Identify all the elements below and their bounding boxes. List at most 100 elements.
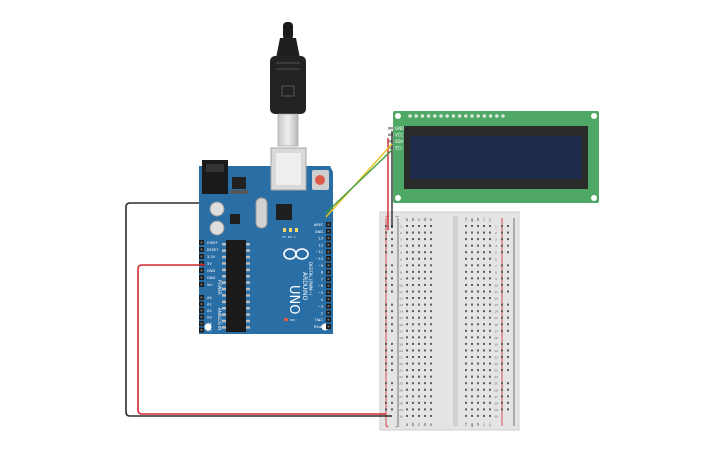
header-pin-label: RESET (207, 248, 219, 252)
row-number: 12 (494, 297, 498, 301)
lcd-pin[interactable] (388, 127, 394, 130)
row-number: 9 (495, 277, 497, 281)
header-pin-label: ~11 (315, 250, 323, 254)
breadboard-body (379, 211, 520, 431)
header-pin-label: A1 (207, 303, 212, 307)
row-number: 24 (399, 375, 403, 379)
rail-plus-label: + (385, 214, 389, 220)
row-number: 3 (495, 238, 497, 242)
row-number: 13 (399, 303, 403, 307)
usb-cable[interactable] (270, 22, 306, 147)
row-number: 29 (399, 408, 403, 412)
row-number: 23 (399, 369, 403, 373)
row-number: 6 (400, 257, 402, 261)
lcd-pin[interactable] (388, 146, 394, 150)
row-number: 27 (494, 395, 498, 399)
row-number: 13 (494, 303, 498, 307)
row-number: 25 (399, 382, 403, 386)
header-pin-label: ~10 (315, 257, 323, 261)
row-number: 19 (399, 342, 403, 346)
header-pin-label: A2 (207, 309, 212, 313)
status-led (295, 228, 298, 232)
column-letter: j (488, 217, 490, 223)
reset-button[interactable] (312, 170, 329, 190)
column-letter: g (471, 218, 474, 223)
header-pin-label: A3 (207, 316, 212, 320)
lcd-pin[interactable] (388, 133, 394, 137)
power-led-label: ON (290, 318, 295, 322)
lcd-screen (410, 136, 582, 179)
sda-wire[interactable] (325, 143, 393, 218)
header-pin-label: 13 (318, 237, 323, 241)
row-number: 14 (494, 310, 498, 314)
column-letter: b (412, 217, 415, 223)
row-number: 15 (494, 316, 498, 320)
row-number: 27 (399, 395, 403, 399)
column-letter: e (430, 423, 433, 428)
row-number: 25 (494, 382, 498, 386)
row-number: 23 (494, 369, 498, 373)
row-number: 11 (494, 290, 498, 294)
dc-power-jack (202, 160, 228, 194)
column-letter: j (488, 422, 490, 428)
header-pin-label: 12 (318, 243, 323, 247)
row-number: 20 (494, 349, 498, 353)
rail-plus-label-bottom: + (385, 424, 389, 430)
column-letter: i (483, 422, 484, 428)
row-number: 8 (495, 270, 497, 274)
rail-minus-label: − (395, 214, 399, 220)
lcd-pin[interactable] (388, 140, 394, 143)
row-number: 7 (400, 264, 402, 268)
column-letter: a (406, 423, 409, 428)
column-letter: i (483, 217, 484, 223)
row-number: 29 (494, 408, 498, 412)
column-letter: f (465, 217, 467, 223)
header-pin-label: 7 (321, 277, 323, 281)
lcd-pin-label: SCL (395, 146, 403, 151)
column-letter: e (430, 218, 433, 223)
row-number: 1 (495, 225, 497, 229)
column-letter: h (477, 217, 480, 223)
row-number: 28 (494, 401, 498, 405)
lcd-pin-label: GND (395, 126, 404, 131)
wires (125, 131, 393, 417)
power-led (284, 318, 288, 321)
row-number: 14 (399, 310, 403, 314)
status-led (283, 228, 286, 232)
row-number: 1 (400, 225, 402, 229)
row-number: 21 (494, 356, 498, 360)
row-number: 16 (494, 323, 498, 327)
row-number: 19 (494, 342, 498, 346)
atmega-chip (222, 240, 250, 332)
header-pin-label: Vin (207, 283, 213, 287)
row-number: 17 (494, 329, 498, 333)
row-number: 22 (494, 362, 498, 366)
row-number: 17 (399, 329, 403, 333)
row-number: 8 (400, 270, 402, 274)
arduino-logo: ARDUINO UNO (283, 248, 309, 314)
gnd-wire[interactable] (125, 202, 392, 417)
status-led-label: TX (281, 235, 286, 239)
rail-minus-label-bottom: − (395, 424, 399, 430)
status-led-label: RX (288, 235, 292, 239)
header-pin-label: ~3 (318, 305, 323, 309)
header-pin-label: A5 (207, 329, 212, 333)
power-caption: POWER (217, 280, 222, 295)
scl-wire[interactable] (325, 149, 393, 214)
header-pin-label: 3.3V (207, 255, 216, 259)
row-number: 15 (399, 316, 403, 320)
column-letter: d (424, 217, 427, 223)
column-letter: c (418, 218, 421, 223)
power-wire[interactable] (137, 264, 386, 415)
crystal-oscillator (255, 197, 268, 229)
column-letter: f (465, 422, 467, 428)
header-pin-label: ~5 (318, 291, 323, 295)
header-pin-label: 5V (207, 262, 212, 266)
row-number: 6 (495, 257, 497, 261)
